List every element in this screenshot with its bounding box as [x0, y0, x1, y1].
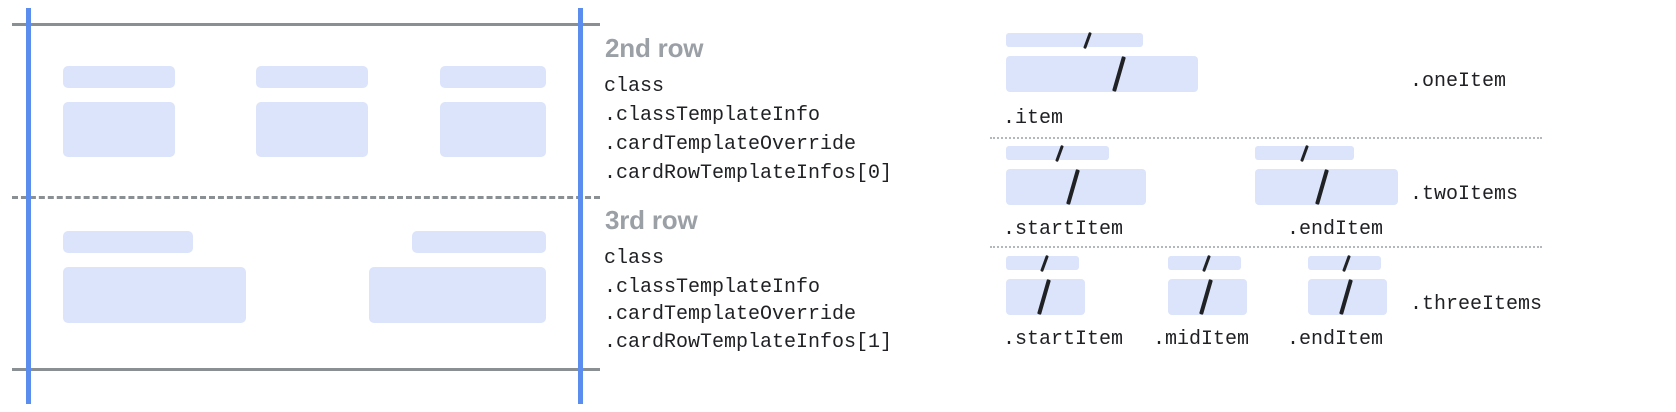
row1-col2-title-placeholder — [256, 66, 368, 88]
variant-threeItems-slot-label: .startItem — [1003, 328, 1124, 351]
annotation-code-line: class — [604, 75, 665, 98]
annotation-heading-3rd-row: 3rd row — [605, 205, 698, 235]
slot-title-placeholder — [1006, 33, 1143, 47]
variant-divider — [990, 246, 1542, 248]
row1-col2-body-placeholder — [256, 102, 368, 157]
variant-threeItems-slot-label: .endItem — [1287, 328, 1384, 351]
left-card-mock — [0, 0, 600, 412]
variant-threeItems-slot-midItem — [1168, 254, 1288, 326]
annotation-code-line: class — [604, 247, 665, 270]
right-edge-guide — [578, 8, 583, 404]
variant-oneItem-slot-item — [1006, 31, 1206, 103]
card-bottom-rule — [12, 368, 600, 371]
annotation-code-line: .cardTemplateOverride — [604, 133, 857, 156]
row2-col1-body-placeholder — [63, 267, 246, 323]
variant-oneItem-slot-label: .item — [1003, 107, 1064, 130]
annotation-code-line: .classTemplateInfo — [604, 104, 821, 127]
row2-col1-title-placeholder — [63, 231, 193, 253]
row-divider — [12, 196, 600, 199]
annotation-code-line: .classTemplateInfo — [604, 276, 821, 299]
variant-divider — [990, 137, 1542, 139]
card-top-rule — [12, 23, 600, 26]
row1-col1-title-placeholder — [63, 66, 175, 88]
variant-twoItems-slot-endItem — [1255, 144, 1415, 216]
variant-oneItem-name: .oneItem — [1410, 70, 1507, 93]
row1-col3-body-placeholder — [440, 102, 546, 157]
variant-twoItems-slot-label: .startItem — [1003, 218, 1124, 241]
variant-threeItems-slot-label: .midItem — [1153, 328, 1250, 351]
annotation-code-line: .cardRowTemplateInfos[1] — [604, 331, 893, 354]
variants-panel: .item .oneItem .startItem .endItem .twoI… — [990, 0, 1676, 412]
annotation-column: 2nd row class .classTemplateInfo .cardTe… — [600, 0, 990, 412]
annotation-code-line: .cardTemplateOverride — [604, 303, 857, 326]
row2-col2-body-placeholder — [369, 267, 546, 323]
left-edge-guide — [26, 8, 31, 404]
variant-threeItems-slot-endItem — [1308, 254, 1428, 326]
row2-col2-title-placeholder — [412, 231, 546, 253]
row1-col3-title-placeholder — [440, 66, 546, 88]
slot-body-placeholder — [1006, 56, 1198, 92]
variant-twoItems-slot-startItem — [1006, 144, 1166, 216]
annotation-heading-2nd-row: 2nd row — [605, 33, 704, 63]
variant-twoItems-slot-label: .endItem — [1287, 218, 1384, 241]
variant-twoItems-name: .twoItems — [1410, 183, 1519, 206]
variant-threeItems-name: .threeItems — [1410, 293, 1543, 316]
row1-col1-body-placeholder — [63, 102, 175, 157]
variant-threeItems-slot-startItem — [1006, 254, 1126, 326]
annotation-code-line: .cardRowTemplateInfos[0] — [604, 162, 893, 185]
